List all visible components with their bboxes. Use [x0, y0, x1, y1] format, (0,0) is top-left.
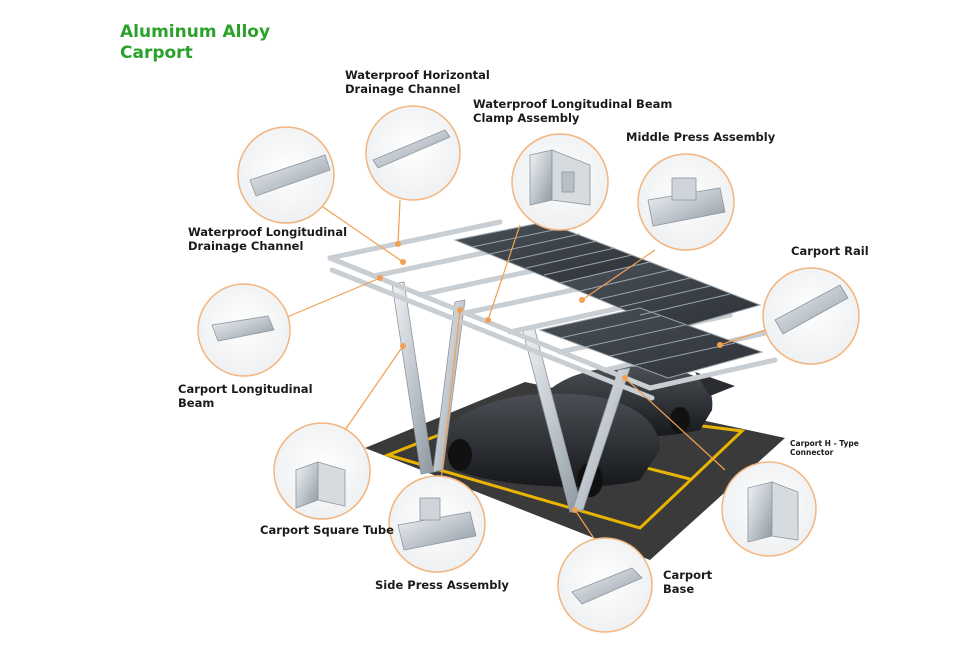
longitudinal-channel-icon	[249, 154, 331, 197]
beam-icon	[211, 315, 275, 342]
callout-horizontal-drainage	[365, 105, 461, 201]
solar-panel-array	[453, 221, 764, 379]
label-h-connector: Carport H - Type Connector	[790, 439, 859, 457]
diagram-title-line-1: Aluminum Alloy	[120, 22, 271, 42]
label-longitudinal-beam: Carport Longitudinal Beam	[178, 382, 313, 410]
callout-side-press	[388, 475, 486, 573]
callout-carport-base	[557, 537, 653, 633]
beam-clamp-icon	[529, 149, 591, 206]
diagram-title: Aluminum Alloy Carport	[120, 22, 270, 64]
label-carport-base: Carport Base	[663, 568, 713, 596]
label-side-press: Side Press Assembly	[375, 578, 509, 592]
square-tube-icon	[295, 461, 346, 509]
h-connector-icon	[747, 481, 799, 543]
callout-beam-clamp	[511, 133, 609, 231]
leader-lines	[279, 199, 766, 541]
label-longitudinal-drainage: Waterproof Longitudinal Drainage Channel	[188, 225, 348, 253]
callout-longitudinal-beam	[197, 283, 291, 377]
callout-h-connector	[721, 461, 817, 557]
diagram-title-line-2: Carport	[120, 43, 193, 63]
rail-icon	[774, 284, 849, 335]
label-square-tube: Carport Square Tube	[260, 523, 394, 537]
middle-press-icon	[647, 177, 726, 227]
support-columns	[391, 281, 631, 513]
label-middle-press: Middle Press Assembly	[626, 130, 776, 144]
attachment-points	[377, 241, 723, 513]
callout-square-tube	[273, 422, 371, 520]
label-horizontal-drainage: Waterproof Horizontal Drainage Channel	[345, 68, 490, 96]
callout-carport-rail	[762, 267, 860, 365]
base-plate-icon	[571, 567, 643, 605]
label-carport-rail: Carport Rail	[791, 244, 869, 258]
drainage-channel-icon	[372, 129, 451, 169]
callout-longitudinal-drainage	[237, 126, 335, 224]
callout-middle-press	[637, 153, 735, 251]
side-press-icon	[397, 497, 477, 551]
label-beam-clamp: Waterproof Longitudinal Beam Clamp Assem…	[473, 97, 673, 125]
